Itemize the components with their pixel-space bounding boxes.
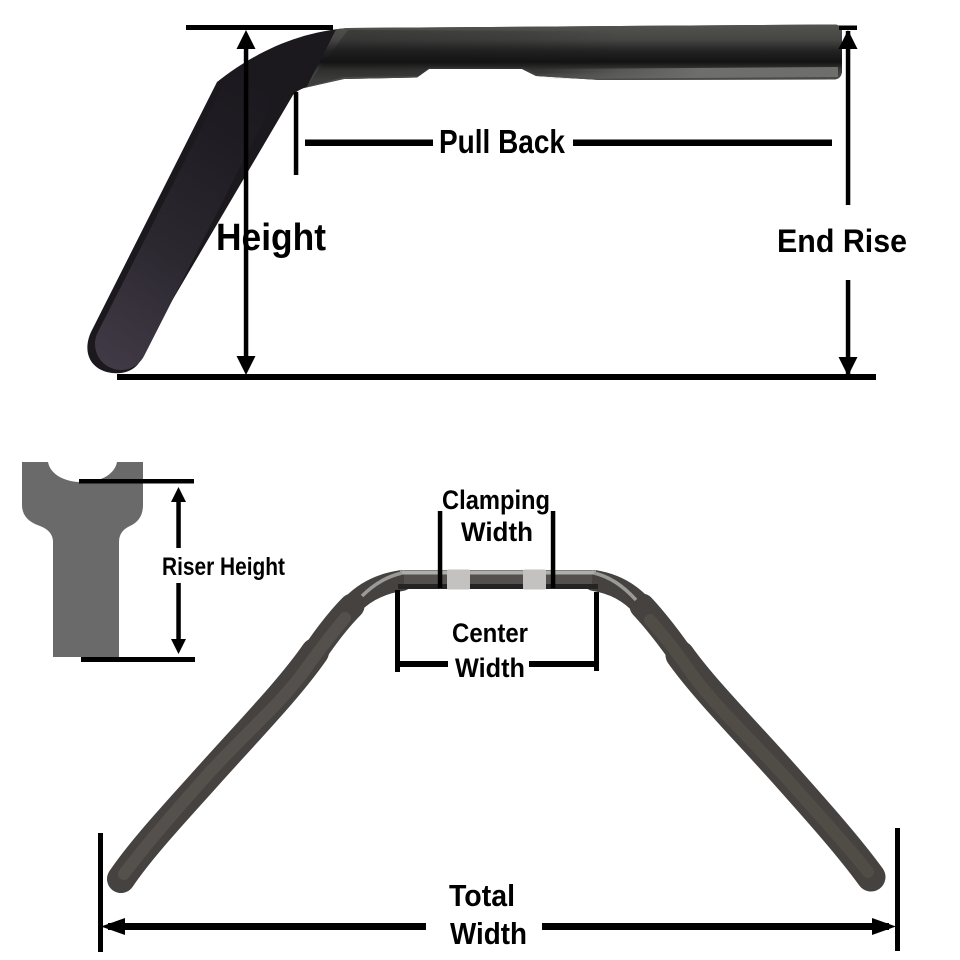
svg-text:Clamping: Clamping xyxy=(442,485,550,515)
svg-text:End Rise: End Rise xyxy=(777,223,907,259)
svg-text:Width: Width xyxy=(455,653,525,683)
svg-text:Width: Width xyxy=(450,916,527,951)
svg-text:Height: Height xyxy=(216,217,326,259)
svg-text:Total: Total xyxy=(449,878,515,913)
svg-text:Center: Center xyxy=(452,618,528,648)
svg-text:Width: Width xyxy=(461,517,533,547)
svg-text:Pull Back: Pull Back xyxy=(439,123,566,160)
svg-text:Riser Height: Riser Height xyxy=(162,553,286,581)
